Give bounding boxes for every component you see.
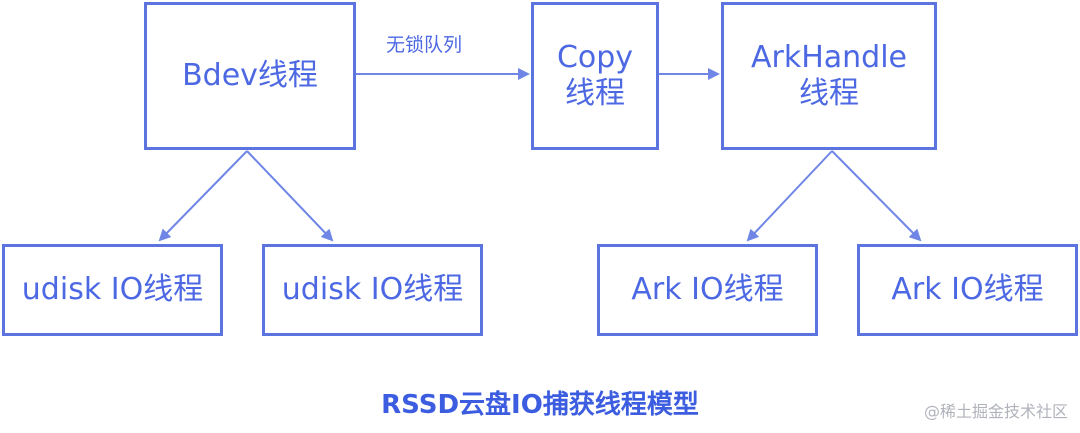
node-udisk-io-thread-2: udisk IO线程 <box>262 244 483 336</box>
node-udisk-io-thread-1: udisk IO线程 <box>2 244 223 336</box>
edge-bdev-to-udisk1 <box>158 150 248 242</box>
node-ark-io-thread-1: Ark IO线程 <box>597 244 818 336</box>
diagram-caption: RSSD云盘IO捕获线程模型 <box>381 390 699 420</box>
node-ark-io-thread-2: Ark IO线程 <box>857 244 1078 336</box>
edge-arkhandle-to-ark2 <box>831 150 922 242</box>
edge-arkhandle-to-ark1 <box>746 150 833 242</box>
node-copy-thread: Copy 线程 <box>531 2 659 150</box>
edge-label-lockfree-queue: 无锁队列 <box>386 34 463 56</box>
edge-bdev-to-udisk2 <box>246 150 334 242</box>
node-bdev-thread: Bdev线程 <box>144 2 356 150</box>
watermark: @稀土掘金技术社区 <box>923 402 1068 421</box>
node-arkhandle-thread: ArkHandle 线程 <box>721 2 937 150</box>
